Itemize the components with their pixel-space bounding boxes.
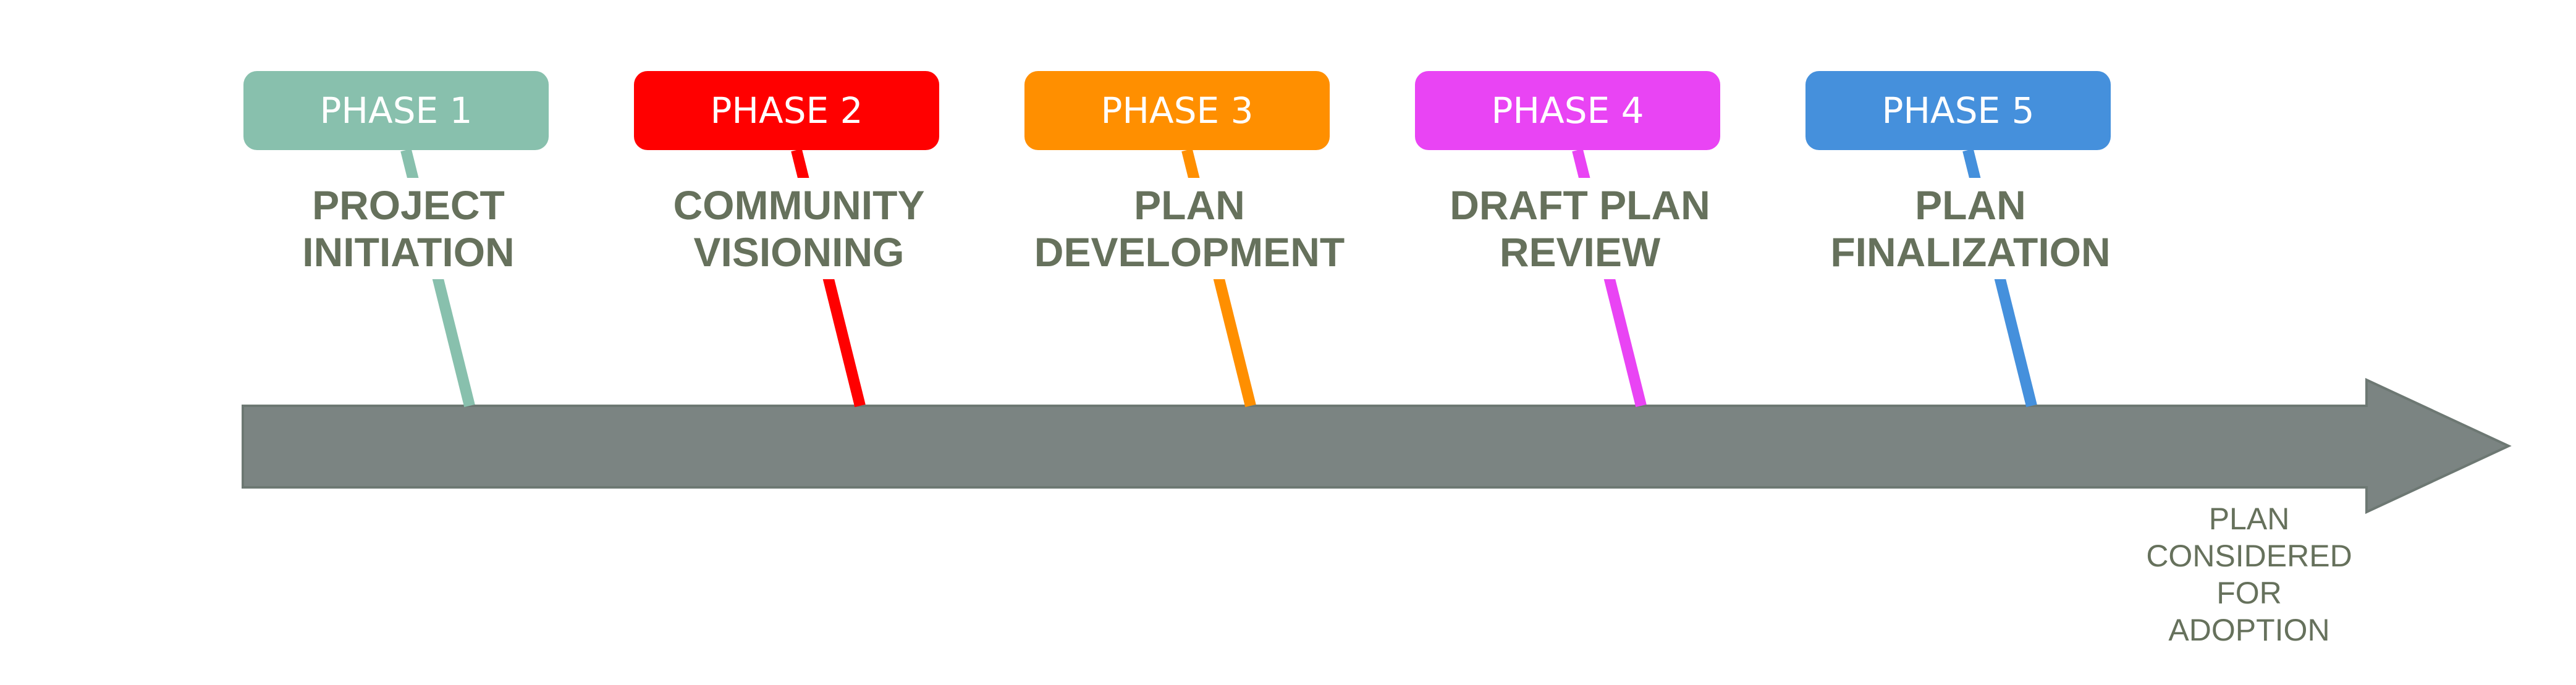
phase-5-badge-label: PHASE 5 <box>1881 90 2035 132</box>
adoption-label-line-2: CONSIDERED <box>2146 539 2352 573</box>
phase-2-badge-label: PHASE 2 <box>710 90 863 132</box>
phase-1-title-line-1: PROJECT <box>312 182 505 228</box>
phase-4-badge: PHASE 4 <box>1415 71 1720 150</box>
phase-3-title: PLAN DEVELOPMENT <box>1016 178 1362 279</box>
phase-4-title: DRAFT PLAN REVIEW <box>1407 178 1753 279</box>
phase-3-title-line-1: PLAN <box>1134 182 1245 228</box>
adoption-label-line-1: PLAN <box>2208 502 2290 536</box>
phase-4-title-line-2: REVIEW <box>1499 229 1661 275</box>
adoption-label-line-4: ADOPTION <box>2168 613 2330 647</box>
adoption-label-line-3: FOR <box>2216 576 2282 610</box>
phase-5-title: PLAN FINALIZATION <box>1797 178 2143 279</box>
phase-2-title-line-2: VISIONING <box>693 229 905 275</box>
phase-3-badge: PHASE 3 <box>1024 71 1330 150</box>
phase-3-title-line-2: DEVELOPMENT <box>1034 229 1345 275</box>
phase-1-title-line-2: INITIATION <box>302 229 515 275</box>
phase-4-title-line-1: DRAFT PLAN <box>1450 182 1710 228</box>
phase-5-title-line-1: PLAN <box>1915 182 2026 228</box>
phase-1-badge: PHASE 1 <box>243 71 549 150</box>
phase-1-title: PROJECT INITIATION <box>235 178 581 279</box>
phase-1-badge-label: PHASE 1 <box>319 90 473 132</box>
adoption-label: PLAN CONSIDERED FOR ADOPTION <box>2113 500 2385 649</box>
phase-2-title-line-1: COMMUNITY <box>673 182 925 228</box>
phase-2-title: COMMUNITY VISIONING <box>626 178 972 279</box>
phase-5-title-line-2: FINALIZATION <box>1830 229 2111 275</box>
phase-3-badge-label: PHASE 3 <box>1100 90 1254 132</box>
phase-2-badge: PHASE 2 <box>634 71 939 150</box>
phase-4-badge-label: PHASE 4 <box>1491 90 1644 132</box>
phase-5-badge: PHASE 5 <box>1805 71 2111 150</box>
timeline-arrow <box>242 377 2512 515</box>
